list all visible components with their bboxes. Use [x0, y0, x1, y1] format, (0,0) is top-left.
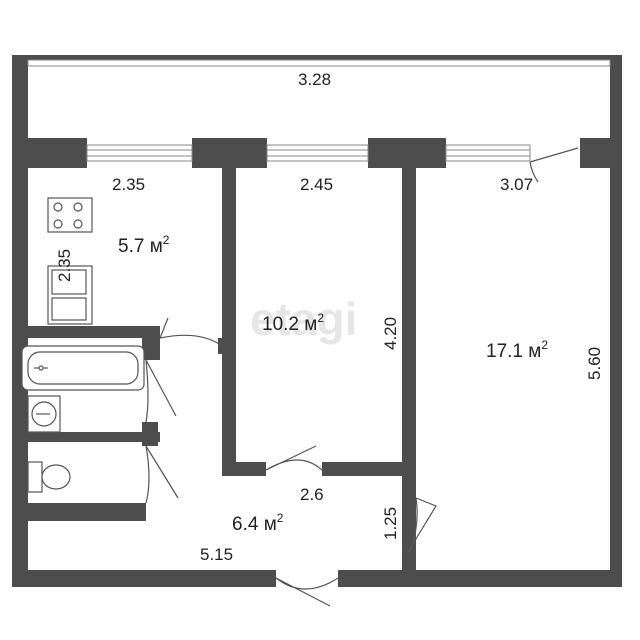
door-entrance — [275, 577, 339, 607]
bottom-wall-right — [338, 570, 622, 587]
living-area-sup: 2 — [541, 338, 548, 352]
door-toilet — [145, 445, 179, 504]
living-width: 3.07 — [500, 175, 533, 194]
bedroom-width: 2.45 — [300, 175, 333, 194]
kitchen-width: 2.35 — [112, 175, 145, 194]
bottom-wall-left — [12, 570, 276, 587]
wall-kitchen-bottom — [28, 326, 160, 338]
wall-bedroom-bottom — [222, 462, 266, 476]
bedroom-depth: 4.20 — [381, 317, 400, 350]
hall-depth: 1.25 — [381, 507, 400, 540]
wall-kitchen-bedroom — [222, 168, 236, 468]
door-bedroom — [265, 445, 323, 471]
balcony-length: 3.28 — [298, 70, 331, 89]
window-balcony — [27, 59, 611, 67]
bedroom-area-sup: 2 — [317, 311, 324, 325]
top-wall-seg-1 — [12, 138, 87, 168]
kitchen-sink-icon — [47, 265, 93, 325]
kitchen-depth: 2.35 — [55, 249, 74, 282]
wall-bath-bottom — [28, 432, 160, 442]
wall-toilet-bottom — [28, 503, 146, 521]
kitchen-area: 5.7 м2 — [118, 233, 170, 257]
window-bedroom — [266, 144, 369, 162]
top-wall-seg-2 — [192, 138, 267, 168]
balcony-wall-right — [610, 55, 622, 145]
outer-wall-left — [12, 138, 28, 587]
doors — [145, 147, 579, 607]
hall-area: 6.4 м2 — [232, 511, 284, 535]
hall-length: 5.15 — [200, 545, 233, 564]
balcony-wall-left — [12, 55, 28, 145]
fixtures — [21, 197, 145, 493]
living-depth: 5.60 — [585, 347, 604, 380]
door-kitchen — [159, 317, 223, 347]
wall-bedroom-bottom-2 — [322, 462, 416, 476]
bath-sink-icon — [27, 395, 61, 433]
toilet-icon — [27, 461, 71, 493]
wall-bedroom-living — [402, 168, 416, 570]
stove-icon — [47, 197, 93, 233]
living-area: 17.1 м2 — [486, 338, 548, 362]
door-balcony — [529, 147, 579, 183]
hall-width: 2.6 — [300, 485, 324, 504]
bedroom-area: 10.2 м2 — [262, 311, 324, 335]
wall-bath-right-2 — [142, 422, 158, 446]
windows — [27, 59, 611, 162]
kitchen-area-sup: 2 — [163, 233, 170, 247]
top-wall-seg-3 — [368, 138, 446, 168]
wall-bath-right — [142, 326, 160, 360]
door-bath — [145, 359, 177, 423]
door-living — [407, 497, 437, 553]
outer-wall-right — [610, 138, 622, 587]
walls — [12, 55, 622, 587]
watermark: etagi — [250, 293, 357, 345]
hall-area-sup: 2 — [277, 511, 284, 525]
window-kitchen — [86, 144, 193, 162]
top-wall-seg-4 — [580, 138, 622, 168]
bathtub-icon — [21, 345, 145, 391]
window-living — [445, 144, 531, 162]
